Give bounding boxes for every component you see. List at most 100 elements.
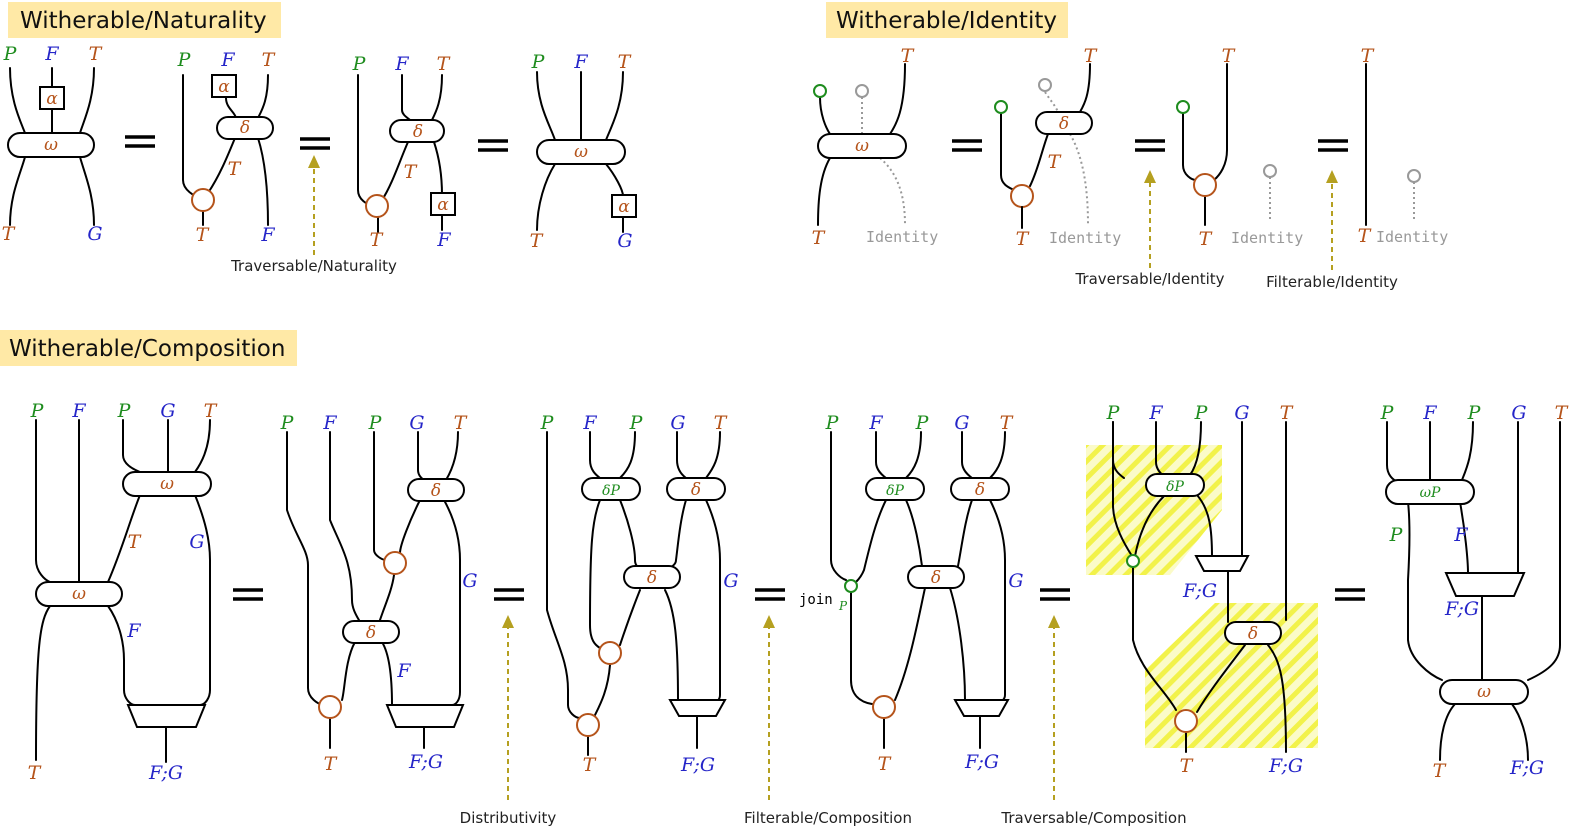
pure-node	[576, 713, 600, 737]
delta-node	[342, 620, 400, 644]
svg-text:T: T	[204, 400, 218, 422]
svg-text:G: G	[87, 223, 102, 245]
delta-node	[1035, 111, 1093, 135]
svg-text:F;G: F;G	[408, 751, 443, 773]
svg-text:F: F	[868, 412, 883, 434]
svg-text:G: G	[723, 570, 738, 592]
pure-node	[872, 695, 896, 719]
svg-text:T: T	[1199, 228, 1213, 250]
svg-text:T: T	[1222, 45, 1236, 67]
svg-text:Identity: Identity	[1231, 229, 1303, 247]
unit-node	[1263, 164, 1277, 178]
composition-diagram-6: ωP ω P F P G T P F F;G T F;G	[1380, 402, 1569, 782]
svg-text:F: F	[260, 224, 275, 246]
svg-text:F: F	[573, 51, 588, 73]
svg-text:δP: δP	[886, 483, 904, 499]
composition-diagram-4: δP δ δ join P P F P G T G T F;G	[799, 412, 1024, 775]
svg-text:δ: δ	[975, 480, 985, 500]
svg-text:F: F	[394, 53, 409, 75]
rule-label: Filterable/Composition	[744, 809, 912, 827]
rule-label: Distributivity	[460, 809, 557, 827]
section-title-composition: Witherable/Composition	[0, 330, 297, 366]
svg-text:ω: ω	[855, 136, 869, 156]
pure-node	[383, 551, 407, 575]
svg-text:δ: δ	[931, 568, 941, 588]
svg-text:δP: δP	[1166, 479, 1184, 495]
svg-text:δ: δ	[1059, 114, 1069, 134]
pure-node	[1010, 184, 1034, 208]
svg-text:T: T	[28, 762, 42, 784]
svg-text:T: T	[1361, 45, 1375, 67]
pure-node	[191, 188, 215, 212]
svg-text:ω: ω	[574, 142, 588, 162]
alpha-box	[430, 192, 456, 216]
svg-text:F;G: F;G	[1444, 598, 1479, 620]
svg-text:P: P	[30, 400, 45, 422]
svg-text:T: T	[262, 49, 276, 71]
alpha-box	[611, 194, 637, 218]
delta-node	[950, 477, 1010, 501]
svg-text:δ: δ	[691, 480, 701, 500]
svg-text:P: P	[117, 400, 132, 422]
svg-text:join: join	[799, 592, 833, 608]
svg-text:δ: δ	[413, 122, 423, 142]
svg-text:P: P	[177, 49, 192, 71]
identity-diagram-4: T T Identity	[1358, 45, 1449, 247]
svg-text:T: T	[1048, 151, 1062, 173]
omega-node	[7, 132, 95, 158]
omega-node	[1439, 679, 1529, 705]
svg-text:T: T	[370, 229, 384, 251]
composition-diagram-1: ω ω P F P G T T G F T F;G	[28, 400, 218, 784]
svg-text:δ: δ	[1248, 624, 1258, 644]
svg-text:P: P	[280, 412, 295, 434]
svg-text:F;G: F;G	[1182, 580, 1217, 602]
svg-text:Witherable/Identity: Witherable/Identity	[836, 8, 1057, 34]
identity-diagram-1: ω T T Identity	[812, 45, 939, 249]
svg-text:F: F	[44, 43, 59, 65]
svg-text:F;G: F;G	[680, 754, 715, 776]
omega-node	[817, 133, 907, 159]
svg-text:T: T	[1016, 228, 1030, 250]
compose-node	[668, 699, 727, 717]
svg-text:G: G	[670, 412, 685, 434]
naturality-diagram-4: ω α P F T T G	[530, 51, 637, 252]
alpha-box	[39, 86, 65, 110]
svg-text:G: G	[1234, 402, 1249, 424]
svg-text:T: T	[1000, 412, 1014, 434]
svg-text:T: T	[128, 531, 142, 553]
delta-node	[389, 119, 445, 143]
svg-text:P: P	[540, 412, 555, 434]
svg-text:F: F	[126, 620, 141, 642]
svg-text:F: F	[582, 412, 597, 434]
svg-text:F: F	[322, 412, 337, 434]
svg-text:P: P	[352, 53, 367, 75]
svg-text:F: F	[1453, 524, 1468, 546]
svg-text:F: F	[71, 400, 86, 422]
composition-diagram-2: δ δ P F P G T G F T F;G	[280, 412, 478, 775]
svg-text:T: T	[324, 753, 338, 775]
svg-text:Witherable/Composition: Witherable/Composition	[9, 336, 285, 362]
svg-text:T: T	[1358, 225, 1372, 247]
svg-text:G: G	[954, 412, 969, 434]
svg-text:δ: δ	[240, 118, 250, 138]
naturality-diagram-2: α δ P F T T T F	[177, 49, 276, 246]
svg-text:Identity: Identity	[1049, 229, 1121, 247]
svg-text:Identity: Identity	[866, 228, 938, 246]
svg-text:T: T	[901, 45, 915, 67]
svg-text:F: F	[436, 229, 451, 251]
naturality-diagram-1: α ω P F T T G	[2, 43, 103, 245]
section-title-identity: Witherable/Identity	[826, 2, 1068, 38]
rule-label: Filterable/Identity	[1266, 273, 1398, 291]
svg-text:α: α	[218, 77, 230, 97]
svg-text:G: G	[462, 570, 477, 592]
omega-node	[122, 471, 212, 497]
unit-node	[994, 100, 1008, 114]
rule-label: Traversable/Composition	[1000, 809, 1186, 827]
svg-text:ω: ω	[160, 474, 174, 494]
svg-text:Witherable/Naturality: Witherable/Naturality	[20, 8, 267, 34]
svg-text:δ: δ	[647, 568, 657, 588]
svg-text:F: F	[220, 49, 235, 71]
delta-p-node	[865, 477, 925, 501]
naturality-diagram-3: δ α P F T T T F	[352, 53, 456, 251]
svg-text:T: T	[878, 753, 892, 775]
